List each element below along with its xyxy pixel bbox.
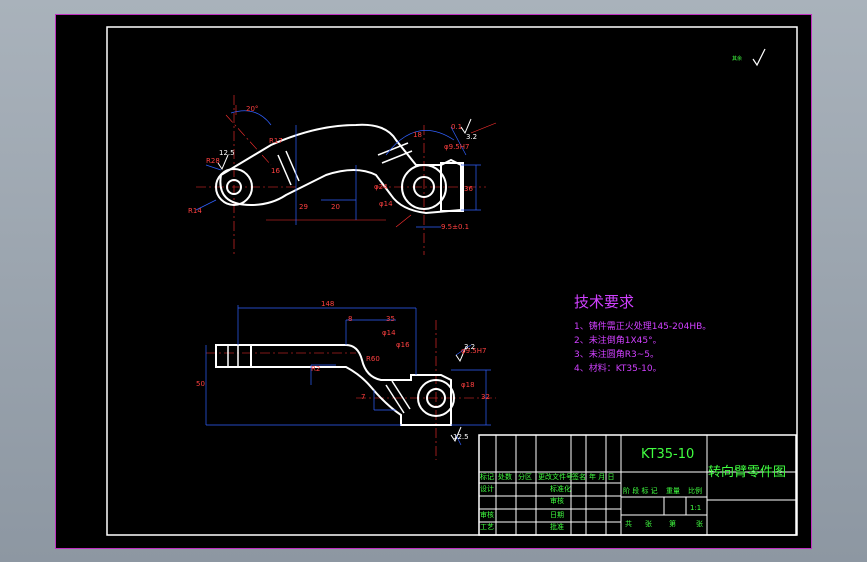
tb-header-mark: 标记	[480, 473, 494, 481]
tb-stage-label: 阶 段 标 记	[623, 487, 658, 495]
tb-header-date: 年 月 日	[589, 473, 615, 481]
dim-7: 7	[361, 393, 366, 401]
material-label: KT35-10	[641, 447, 695, 462]
tb-header-count: 处数	[498, 473, 512, 481]
tb-row-review: 审核	[480, 511, 494, 519]
top-view	[195, 95, 497, 255]
dim-r17: R17	[269, 137, 283, 145]
roughness-12-5-top: 12.5	[219, 149, 235, 157]
inner-frame	[106, 26, 798, 536]
tb-row-design: 设计	[480, 485, 494, 493]
tech-requirement-2: 2、未注倒角1X45°。	[574, 336, 662, 346]
tb-sheet-no: 第	[669, 520, 676, 528]
dim-phi24: φ24	[374, 183, 388, 191]
tb-mid-date: 日期	[550, 511, 564, 519]
dim-phi16: φ16	[396, 341, 410, 349]
dim-r60: R60	[366, 355, 380, 363]
roughness-note: 其余	[732, 56, 743, 62]
tb-sheet-unit-2: 张	[696, 520, 703, 528]
title-block	[478, 434, 797, 536]
dim-20: 20	[331, 203, 340, 211]
dim-phi14-b: φ14	[382, 329, 396, 337]
tb-sheet-unit-1: 张	[645, 520, 652, 528]
drawing-sheet: 技术要求 1、铸件需正火处理145-204HB。 2、未注倒角1X45°。 3、…	[55, 14, 812, 549]
dim-12-5: 12.5	[453, 433, 469, 441]
dim-r14: R14	[188, 207, 202, 215]
tb-scale-label: 比例	[688, 487, 702, 495]
dim-16: 16	[271, 167, 280, 175]
dim-tol: 0.1	[451, 123, 463, 131]
tb-weight-label: 重量	[666, 487, 680, 495]
tb-header-change: 更改文件号	[538, 473, 573, 481]
tech-requirement-3: 3、未注圆角R3~5。	[574, 350, 659, 360]
dim-angle-20: 20°	[246, 105, 259, 113]
tb-mid-review: 审核	[550, 497, 564, 505]
tech-requirements-title: 技术要求	[574, 293, 635, 311]
dim-35: 35	[386, 315, 395, 323]
roughness-symbol-general	[752, 48, 766, 67]
tb-row-process: 工艺	[480, 523, 494, 531]
cad-drawing	[106, 26, 798, 536]
dim-36: 36	[464, 185, 473, 193]
dim-phi18: φ18	[461, 381, 475, 389]
dim-bore-h7-b: φ9.5H7	[461, 347, 487, 355]
tech-requirement-1: 1、铸件需正火处理145-204HB。	[574, 322, 712, 332]
dim-32: 32	[481, 393, 490, 401]
bottom-view	[205, 305, 496, 460]
dim-50: 50	[196, 380, 205, 388]
dim-r2: R2	[311, 365, 321, 373]
dim-29: 29	[299, 203, 308, 211]
tb-header-zone: 分区	[518, 473, 532, 481]
tb-row-standard: 标准化	[550, 485, 571, 493]
dim-9-5: 9.5±0.1	[441, 223, 470, 231]
tech-requirement-4: 4、材料：KT35-10。	[574, 364, 662, 374]
dim-r28: R28	[206, 157, 220, 165]
dim-phi14: φ14	[379, 200, 393, 208]
roughness-3-2-bottom: 3.2	[464, 343, 476, 351]
part-name: 转向臂零件图	[708, 465, 787, 480]
dim-8: 8	[348, 315, 353, 323]
dim-148: 148	[321, 300, 335, 308]
tb-sheet-total: 共	[625, 520, 632, 528]
roughness-3-2-top: 3.2	[466, 133, 478, 141]
tb-header-sign: 签名	[572, 473, 586, 481]
tb-scale-value: 1:1	[690, 504, 702, 512]
dim-18: 18	[413, 131, 422, 139]
dim-bore-h7: φ9.5H7	[444, 143, 470, 151]
tb-row-approve: 批准	[550, 523, 564, 531]
